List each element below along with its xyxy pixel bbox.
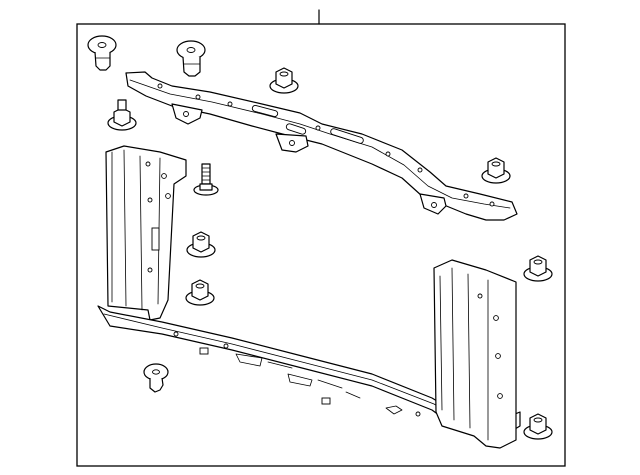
- stud-bolt: [193, 163, 219, 196]
- hex-flange-nut: [523, 413, 553, 440]
- hex-flange-nut: [185, 279, 215, 306]
- push-pin-retainer: [87, 35, 117, 71]
- push-pin-retainer: [143, 363, 169, 393]
- hex-flange-nut: [523, 255, 553, 282]
- hex-flange-nut: [269, 67, 299, 94]
- push-pin-retainer: [176, 40, 206, 77]
- radiator-support-assembly: [97, 145, 521, 449]
- diagram-frame: [76, 23, 566, 467]
- hex-flange-nut: [186, 231, 216, 258]
- hex-flange-nut: [481, 157, 511, 184]
- upper-tie-bar: [125, 71, 518, 221]
- hex-flange-nut: [107, 99, 137, 131]
